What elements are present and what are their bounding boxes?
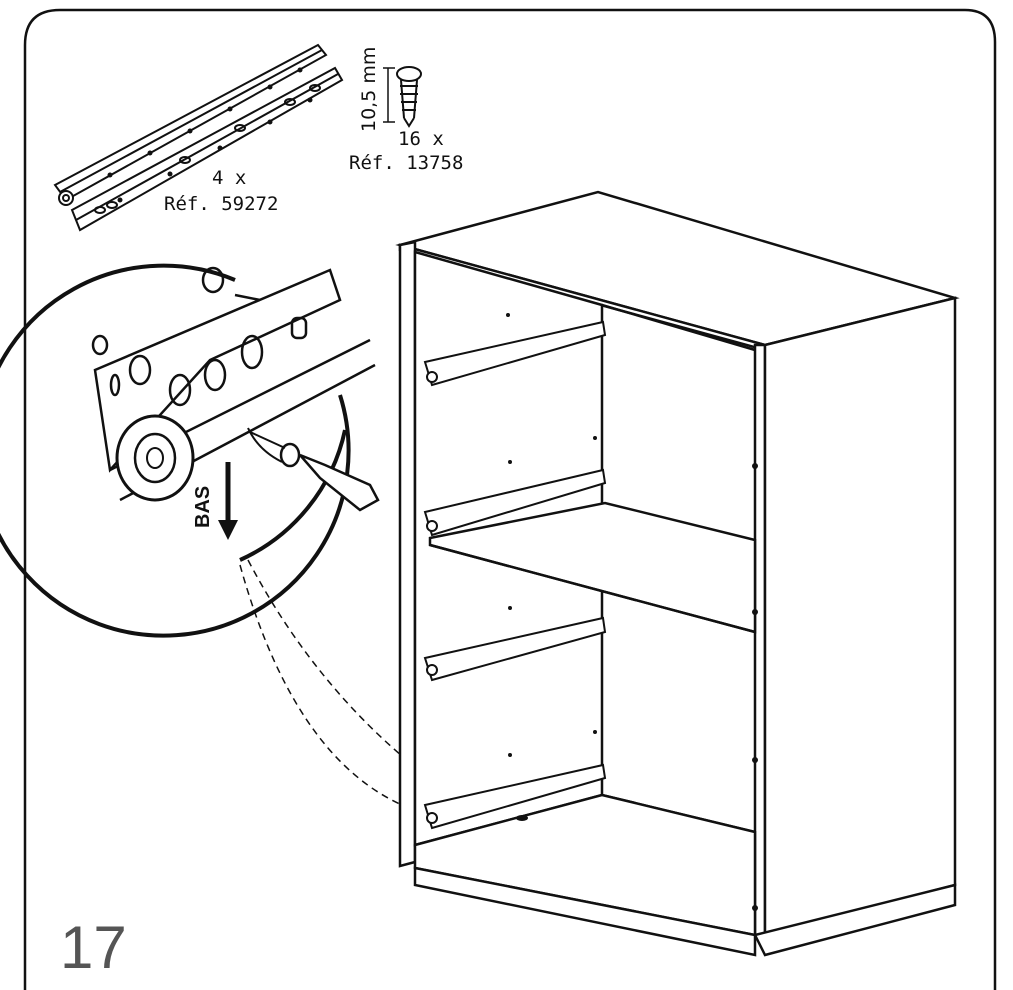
cabinet-illustration — [395, 190, 960, 957]
screw-quantity: 16 x — [398, 128, 444, 150]
rail-quantity: 4 x — [212, 167, 247, 189]
cabinet-rail-4 — [423, 763, 607, 830]
cabinet-rail-1 — [423, 320, 607, 387]
screw-length-label: 10,5 mm — [358, 46, 380, 132]
cabinet-rail-2 — [423, 468, 607, 537]
page-frame — [23, 8, 997, 990]
detail-magnifier — [0, 263, 380, 638]
step-number: 17 — [60, 914, 127, 981]
direction-label: BAS — [192, 485, 214, 528]
screw-length-dimension — [383, 67, 395, 123]
drawer-rail-illustration — [53, 43, 344, 232]
cabinet-rails — [423, 320, 607, 830]
cabinet-rail-3 — [423, 616, 607, 682]
screw-reference: Réf. 13758 — [349, 152, 464, 174]
rail-reference: Réf. 59272 — [164, 193, 279, 215]
screw-illustration — [396, 66, 422, 128]
cabinet-holes — [506, 313, 758, 911]
